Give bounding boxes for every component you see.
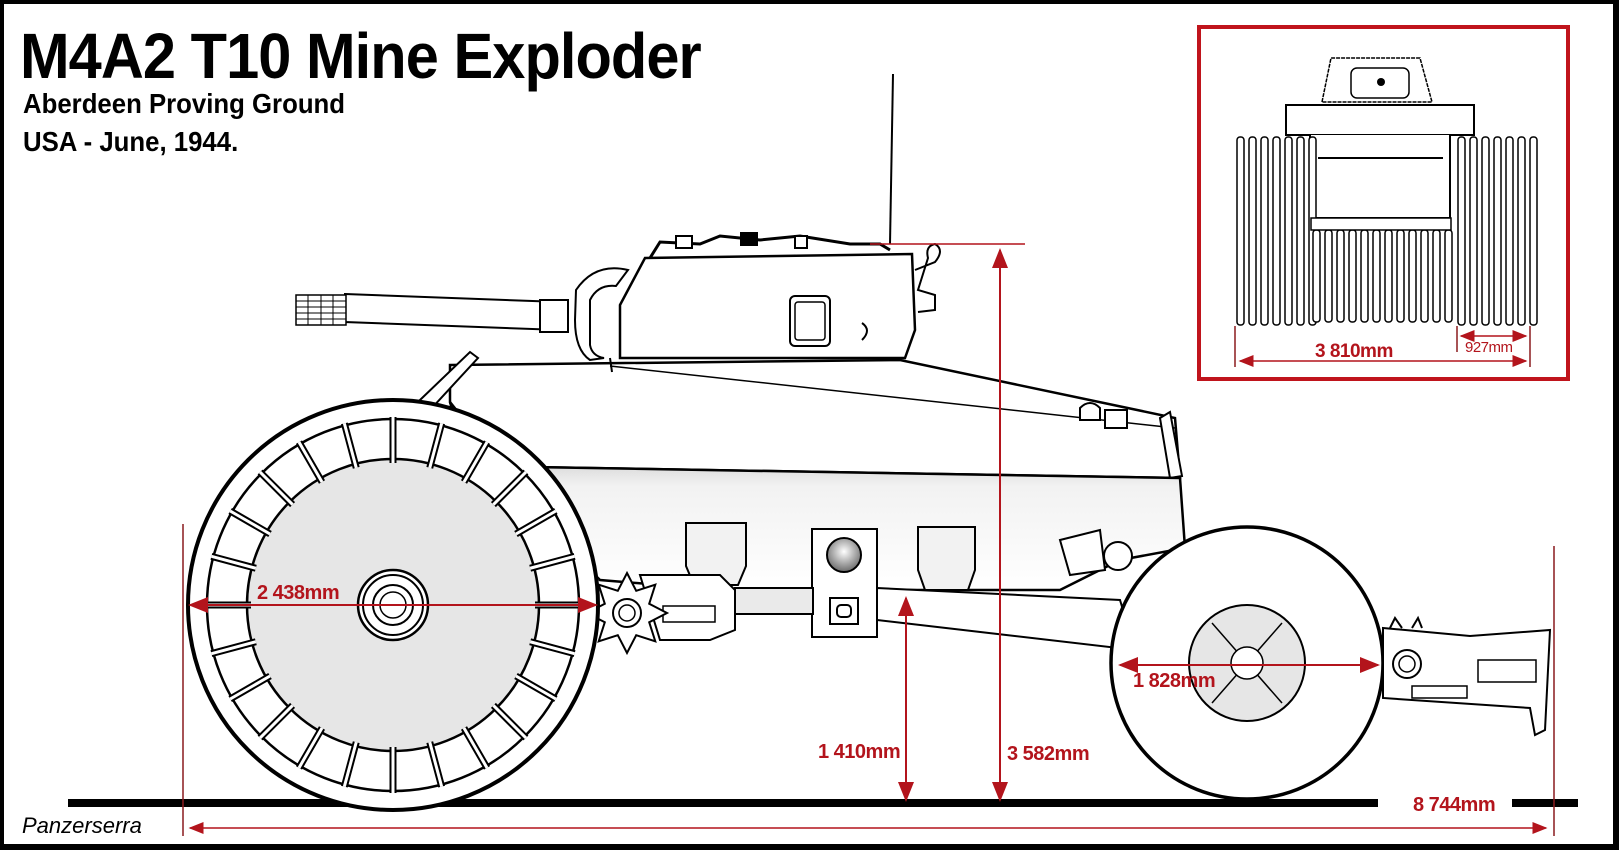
roller-segment	[462, 727, 489, 769]
roller-segment	[259, 704, 294, 739]
roller-disc	[1248, 136, 1257, 326]
suspension-assembly	[638, 522, 1137, 652]
roller-disc	[1272, 136, 1281, 326]
roller-segment	[211, 640, 257, 656]
roller-disc	[1348, 229, 1357, 323]
diagram-title: M4A2 T10 Mine Exploder	[20, 20, 702, 92]
front-view-roller-discs	[1236, 136, 1538, 326]
ground-line	[68, 799, 1578, 807]
roller-disc	[1493, 136, 1502, 326]
hull-clearance-label: 1 410mm	[818, 741, 900, 763]
rear-roller-diameter-label: 1 828mm	[1133, 670, 1215, 692]
roller-segment	[259, 471, 294, 506]
antenna	[889, 73, 894, 245]
blueprint-frame: 2 438mm 1 828mm 1 410mm 3 582mm 8 744mm …	[4, 4, 1613, 844]
author-credit: Panzerserra	[22, 813, 142, 838]
roller-segment	[515, 509, 557, 536]
dimension-lines	[182, 243, 1555, 836]
overall-height-label: 3 582mm	[1007, 743, 1089, 765]
roller-segment	[211, 554, 257, 570]
roller-disc	[1517, 136, 1526, 326]
roller-disc	[1324, 229, 1333, 323]
roller-unit-width-label: 927mm	[1465, 339, 1513, 356]
roller-disc	[1396, 229, 1405, 323]
roller-segment	[529, 554, 575, 570]
front-view-inset: 3 810mm 927mm	[1197, 25, 1570, 381]
roller-disc	[1284, 136, 1293, 326]
roller-disc	[1360, 229, 1369, 323]
roller-disc	[1505, 136, 1514, 326]
roller-disc	[1457, 136, 1466, 326]
roller-disc	[1384, 229, 1393, 323]
roller-segment	[492, 704, 527, 739]
main-gun	[295, 267, 630, 362]
front-star-hub	[584, 570, 670, 656]
front-roller-segments	[205, 417, 581, 793]
roller-segment	[462, 441, 489, 483]
roller-segment	[342, 741, 358, 787]
roller-disc	[1469, 136, 1478, 326]
turret	[618, 232, 941, 360]
roller-disc	[1260, 136, 1269, 326]
date-subtitle: USA - June, 1944.	[23, 126, 239, 157]
roller-disc	[1236, 136, 1245, 326]
roller-segment	[297, 727, 324, 769]
roller-segment	[297, 441, 324, 483]
roller-disc	[1481, 136, 1490, 326]
roller-disc	[1420, 229, 1429, 323]
technical-drawing: 2 438mm 1 828mm 1 410mm 3 582mm 8 744mm …	[68, 25, 1578, 836]
roller-segment	[515, 674, 557, 701]
roller-disc	[1444, 229, 1453, 323]
location-subtitle: Aberdeen Proving Ground	[23, 88, 346, 119]
roller-disc	[1372, 229, 1381, 323]
overall-length-label: 8 744mm	[1413, 794, 1495, 816]
roller-segment	[428, 423, 444, 469]
roller-segment	[342, 423, 358, 469]
roller-segment	[229, 509, 271, 536]
roller-segment	[492, 471, 527, 506]
roller-segment	[428, 741, 444, 787]
rear-tow-arm	[1382, 615, 1552, 737]
roller-disc	[1432, 229, 1441, 323]
rear-roller-wheel	[1109, 525, 1385, 801]
overall-width-label: 3 810mm	[1315, 341, 1393, 362]
roller-disc	[1296, 136, 1305, 326]
roller-disc	[1312, 229, 1321, 323]
roller-disc	[1408, 229, 1417, 323]
front-roller-diameter-label: 2 438mm	[257, 582, 339, 604]
roller-disc	[1336, 229, 1345, 323]
roller-segment	[229, 674, 271, 701]
roller-segment	[529, 640, 575, 656]
roller-disc	[1529, 136, 1538, 326]
